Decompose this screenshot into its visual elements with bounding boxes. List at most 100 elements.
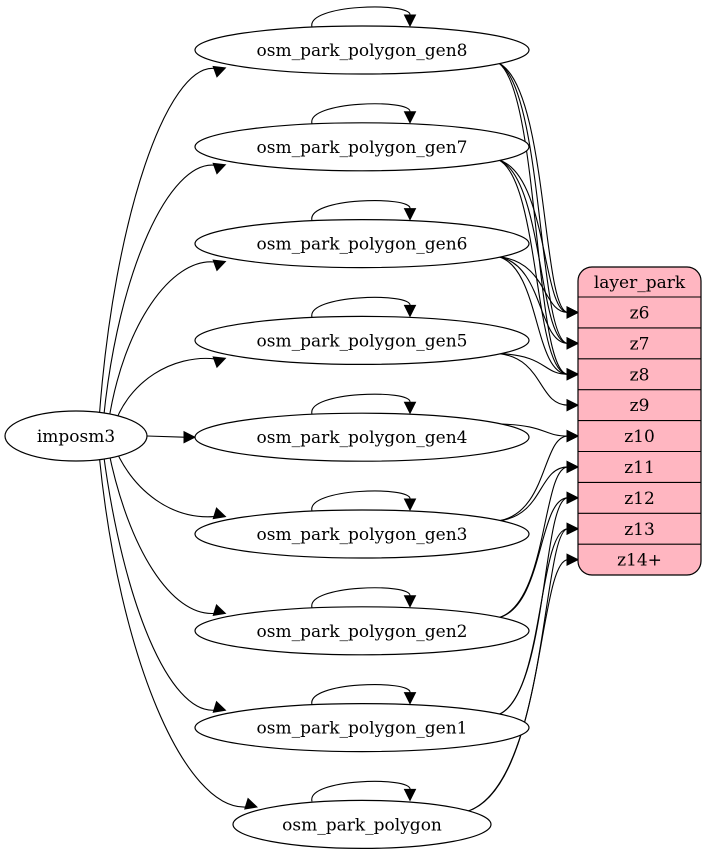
node-polygon[interactable]: osm_park_polygon xyxy=(232,799,492,850)
edge-arrow xyxy=(212,259,227,272)
edge-gen7-z7 xyxy=(498,159,569,344)
node-imposm3-label: imposm3 xyxy=(37,427,115,447)
edge-arrow xyxy=(566,306,580,319)
self-loop-arrow xyxy=(403,304,417,318)
edge-imposm3-gen7 xyxy=(102,164,215,420)
edge-arrow xyxy=(566,491,580,505)
edge-imposm3-gen8 xyxy=(98,67,215,417)
edge-arrow xyxy=(566,367,580,381)
edge-gen4-z10 xyxy=(498,423,569,437)
edge-polygon-z14plus xyxy=(467,559,569,812)
record-field-z8[interactable]: z8 xyxy=(630,365,650,385)
edge-arrow xyxy=(183,430,197,444)
edge-arrow xyxy=(212,162,227,175)
edge-arrow xyxy=(566,460,580,474)
edges xyxy=(98,6,580,812)
edge-gen6-z6 xyxy=(498,256,569,313)
node-gen6-label: osm_park_polygon_gen6 xyxy=(257,235,468,255)
edge-arrow xyxy=(566,522,580,536)
edge-polygon-z13 xyxy=(467,528,569,812)
self-loop-edge xyxy=(311,780,411,802)
edge-imposm3-gen6 xyxy=(107,261,215,423)
edge-arrow xyxy=(212,356,227,369)
edge-arrow xyxy=(244,797,258,810)
edge-gen8-z7 xyxy=(498,62,569,344)
edge-imposm3-gen1 xyxy=(102,452,215,711)
edge-arrow xyxy=(566,429,580,443)
nodes: imposm3 osm_park_polygon_gen8osm_park_po… xyxy=(4,25,702,850)
edge-imposm3-gen5 xyxy=(112,357,215,429)
self-loop-arrow xyxy=(403,498,417,512)
node-gen2[interactable]: osm_park_polygon_gen2 xyxy=(194,606,530,656)
record-field-z12[interactable]: z12 xyxy=(624,489,655,509)
edge-gen3-z11 xyxy=(498,466,569,522)
node-gen8-label: osm_park_polygon_gen8 xyxy=(257,41,468,61)
self-loop-edge xyxy=(311,296,411,318)
node-gen8[interactable]: osm_park_polygon_gen8 xyxy=(194,25,530,75)
node-gen4-label: osm_park_polygon_gen4 xyxy=(257,428,468,448)
self-loop-edge xyxy=(311,6,411,28)
record-field-z7[interactable]: z7 xyxy=(630,334,650,354)
node-gen4[interactable]: osm_park_polygon_gen4 xyxy=(194,412,530,462)
record-field-z9[interactable]: z9 xyxy=(630,396,650,416)
edge-gen5-z8 xyxy=(498,353,569,375)
node-gen3-label: osm_park_polygon_gen3 xyxy=(257,525,468,545)
record-layer-park[interactable]: layer_park z6 z7 z8 z9 z10 z11 z12 z13 z14+ xyxy=(577,266,702,576)
self-loop-arrow xyxy=(403,692,417,705)
edge-gen1-z13 xyxy=(498,528,569,715)
self-loop-edge xyxy=(311,684,411,705)
self-loop-edge xyxy=(311,393,411,415)
edge-imposm3-polygon xyxy=(98,455,246,808)
edge-gen6-z7 xyxy=(498,256,569,344)
node-gen6[interactable]: osm_park_polygon_gen6 xyxy=(194,219,530,269)
edge-gen2-z12 xyxy=(498,497,569,619)
edge-gen5-z9 xyxy=(498,353,569,406)
record-layer-park-title: layer_park xyxy=(594,273,686,293)
table-nodes: osm_park_polygon_gen8 osm_park_polygon_ge… xyxy=(194,25,530,850)
self-loop-edge xyxy=(311,490,411,512)
self-loop-arrow xyxy=(403,595,417,608)
record-field-z10[interactable]: z10 xyxy=(624,427,655,447)
node-gen1[interactable]: osm_park_polygon_gen1 xyxy=(194,702,530,753)
self-loop-edge xyxy=(311,103,411,124)
edge-arrow xyxy=(566,398,580,412)
edge-gen7-z8 xyxy=(498,159,569,375)
edge-gen7-z6 xyxy=(498,159,569,313)
node-imposm3[interactable]: imposm3 xyxy=(4,410,148,462)
edge-imposm3-gen2 xyxy=(107,449,215,614)
self-loop-edge xyxy=(311,587,411,608)
self-loop-arrow xyxy=(403,788,417,802)
node-gen3[interactable]: osm_park_polygon_gen3 xyxy=(194,509,530,559)
node-polygon-label: osm_park_polygon xyxy=(282,815,442,835)
edge-arrow xyxy=(212,700,227,713)
record-field-z11[interactable]: z11 xyxy=(624,458,655,478)
self-loop-arrow xyxy=(403,111,417,124)
edge-gen3-z10 xyxy=(498,435,569,522)
self-loop-arrow xyxy=(403,401,417,415)
self-loop-edge xyxy=(311,200,411,221)
edge-arrow xyxy=(212,603,227,617)
self-loop-arrow xyxy=(403,208,417,221)
node-gen5[interactable]: osm_park_polygon_gen5 xyxy=(194,315,530,365)
node-gen7-label: osm_park_polygon_gen7 xyxy=(257,138,468,158)
node-gen1-label: osm_park_polygon_gen1 xyxy=(257,719,468,739)
record-field-z13[interactable]: z13 xyxy=(624,520,655,540)
edge-arrow xyxy=(212,65,227,78)
edge-imposm3-gen3 xyxy=(112,443,215,518)
node-gen2-label: osm_park_polygon_gen2 xyxy=(257,622,468,642)
edge-imposm3-gen4 xyxy=(146,435,185,438)
edge-arrow xyxy=(212,507,227,520)
edge-gen6-z8 xyxy=(498,256,569,375)
edge-gen8-z8 xyxy=(498,62,569,375)
record-field-z14plus[interactable]: z14+ xyxy=(617,551,662,571)
self-loop-arrow xyxy=(403,14,417,28)
node-gen5-label: osm_park_polygon_gen5 xyxy=(257,331,468,351)
edge-gen2-z11 xyxy=(498,466,569,619)
record-fields: z6 z7 z8 z9 z10 z11 z12 z13 z14+ xyxy=(578,296,701,571)
edge-arrow xyxy=(566,337,580,350)
edge-gen8-z6 xyxy=(498,62,569,313)
edge-arrow xyxy=(566,553,580,566)
node-gen7[interactable]: osm_park_polygon_gen7 xyxy=(194,122,530,172)
record-field-z6[interactable]: z6 xyxy=(630,303,650,323)
